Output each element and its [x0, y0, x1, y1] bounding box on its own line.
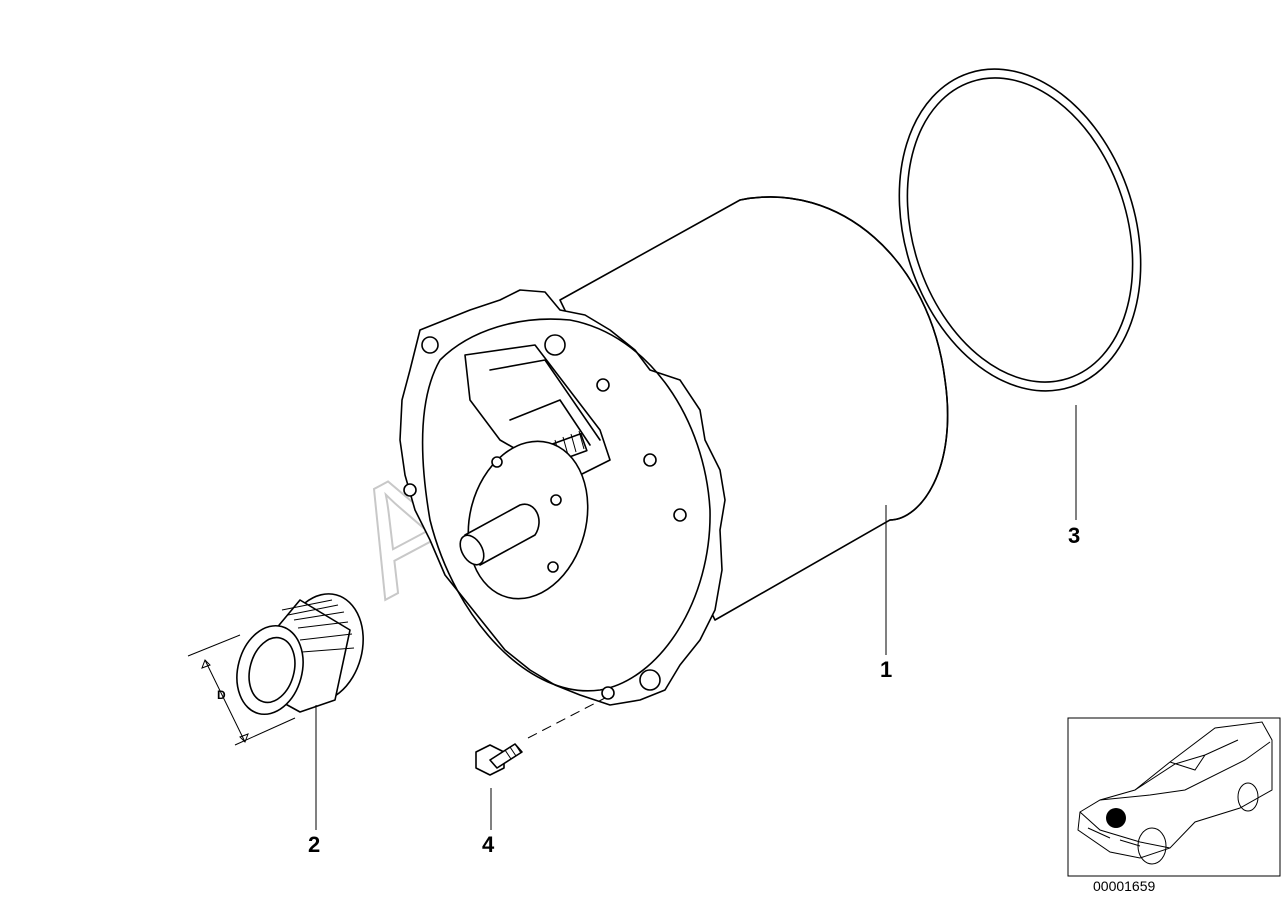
pulley[interactable] — [187, 585, 375, 746]
location-marker — [1106, 808, 1126, 828]
alternator-housing[interactable] — [399, 196, 949, 706]
callout-part-2[interactable]: 2 — [308, 832, 320, 857]
vehicle-location-thumbnail — [1067, 717, 1281, 877]
bolt[interactable] — [475, 743, 523, 776]
dimension-label: D — [217, 688, 226, 702]
callout-part-1[interactable]: 1 — [880, 657, 892, 682]
callout-part-4[interactable]: 4 — [482, 832, 495, 857]
sealing-ring[interactable] — [860, 38, 1181, 423]
reference-number: 00001659 — [1093, 878, 1156, 894]
bolt-axis-line — [527, 697, 606, 739]
callout-part-3[interactable]: 3 — [1068, 523, 1080, 548]
